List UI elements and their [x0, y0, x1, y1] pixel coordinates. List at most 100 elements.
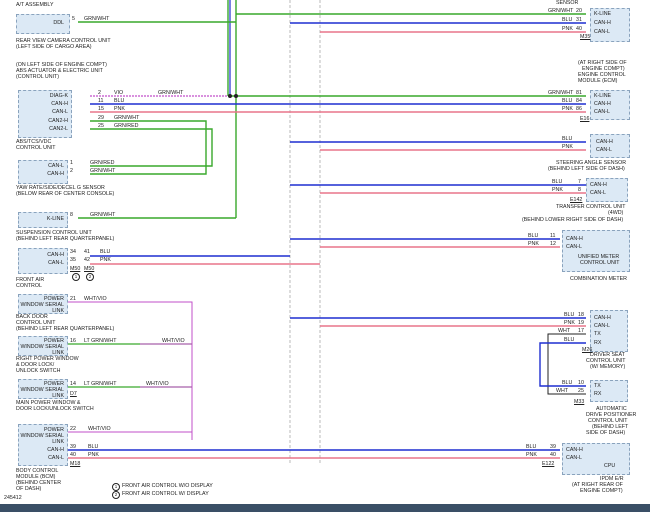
rpw-term: POWER WINDOW SERIAL LINK	[20, 338, 64, 356]
air-conn-1: M50	[70, 266, 81, 272]
seat-pin-1: 18	[578, 312, 584, 318]
abs-box	[18, 90, 72, 138]
yaw-wire-1: GRN/RED	[90, 160, 115, 166]
air-conn-2: M50	[84, 266, 95, 272]
ipdm-pin-2: 40	[550, 452, 556, 458]
seat-pin-3: 17	[578, 328, 584, 334]
ipdm-pin-1: 39	[550, 444, 556, 450]
abs-caption-1: ABS/TCS/VDC	[16, 139, 52, 145]
seat-wire-4: BLU	[564, 337, 575, 343]
air-term-2: CAN-L	[48, 260, 64, 266]
ecm-pre-4: MODULE (ECM)	[578, 78, 618, 84]
tr-pin-2: 31	[576, 17, 582, 23]
abs-wire-5: GRN/RED	[114, 123, 139, 129]
meter-term-1: CAN-H	[566, 236, 583, 242]
abs-pin-3: 15	[98, 106, 104, 112]
adp-wire-2: WHT	[556, 388, 569, 394]
yaw-wire-2: GRN/WHT	[90, 168, 116, 174]
abs-term-5: CAN2-L	[49, 126, 68, 132]
bcm-wire-3: PNK	[88, 452, 99, 458]
bcm-wire-2: BLU	[88, 444, 99, 450]
abs-pin-4: 29	[98, 115, 104, 121]
seat-wire-2: PNK	[564, 320, 575, 326]
ipdm-box	[562, 443, 630, 475]
yaw-term-2: CAN-H	[47, 171, 64, 177]
wire-can2h-loop	[90, 120, 207, 175]
abs-wire-4: GRN/WHT	[114, 115, 140, 121]
adp-wire-1: BLU	[562, 380, 573, 386]
steer-term-2: CAN-L	[596, 147, 612, 153]
abs-caption-2: CONTROL UNIT	[16, 145, 56, 151]
mpw-pin: 14	[70, 381, 76, 387]
air-pin-2b: 42	[84, 257, 90, 263]
air-caption-2: CONTROL	[16, 283, 42, 289]
ecm-pin-1: 81	[576, 90, 582, 96]
seat-wire-3: WHT	[558, 328, 571, 334]
ipdm-caption-3: ENGINE COMPT)	[580, 488, 623, 494]
abs-wire-3: PNK	[114, 106, 125, 112]
air-caption-1: FRONT AIR	[16, 277, 45, 283]
air-wire-2: PNK	[100, 257, 111, 263]
wire-pwsl-trunk	[66, 301, 193, 440]
steer-caption-1: STEERING ANGLE SENSOR	[556, 160, 627, 166]
mpw-wire2: WHT/VIO	[146, 381, 169, 387]
ecm-term-3: CAN-L	[594, 109, 610, 115]
steer-caption-2: (BEHIND LEFT SIDE OF DASH)	[548, 166, 625, 172]
splice-1	[228, 94, 232, 98]
air-pin-2: 35	[70, 257, 76, 263]
rear-camera-caption-1: REAR VIEW CAMERA CONTROL UNIT	[16, 38, 111, 44]
tf-wire-2: PNK	[552, 187, 563, 193]
susp-pin: 8	[70, 212, 73, 218]
tf-caption-2: (4WD)	[608, 210, 624, 216]
bcm-caption-4: OF DASH)	[16, 486, 42, 492]
tf-conn: E142	[570, 197, 583, 203]
abs-term-3: CAN-L	[52, 109, 68, 115]
legend-text-2: FRONT AIR CONTROL W/ DISPLAY	[122, 491, 209, 497]
bottom-bar	[0, 504, 650, 512]
ecm-pre-1: (AT RIGHT SIDE OF	[578, 60, 627, 66]
ipdm-conn: E122	[542, 461, 555, 467]
meter-pin-2: 12	[550, 241, 556, 247]
mpw-wire: LT GRN/WHT	[84, 381, 117, 387]
abs-pin-1: 2	[98, 90, 101, 96]
abs-pre-3: (CONTROL UNIT)	[16, 74, 60, 80]
bcm-pin-3: 40	[70, 452, 76, 458]
meter-inner-2: CONTROL UNIT	[580, 260, 620, 266]
bd-term: POWER WINDOW SERIAL LINK	[20, 296, 64, 314]
susp-caption-2: (BEHIND LEFT REAR QUARTERPANEL)	[16, 236, 115, 242]
abs-pre-1: (ON LEFT SIDE OF ENGINE COMPT)	[16, 62, 107, 68]
tf-pin-1: 7	[578, 179, 581, 185]
ipdm-caption-2: (AT RIGHT REAR OF	[572, 482, 623, 488]
abs-term-4: CAN2-H	[48, 118, 68, 124]
seat-term-3: TX	[594, 331, 601, 337]
steer-wire-1: BLU	[562, 136, 573, 142]
driver-seat-box	[590, 310, 628, 352]
seat-caption-1: DRIVER SEAT	[590, 352, 625, 358]
rear-camera-term: DDL	[53, 20, 64, 26]
at-assembly-label: A/T ASSEMBLY	[16, 2, 54, 8]
wire-seat-rx	[539, 342, 586, 387]
wire-can2l-loop	[90, 128, 213, 167]
bcm-caption-1: BODY CONTROL	[16, 468, 59, 474]
steering-box	[590, 134, 630, 158]
ecm-pin-2: 84	[576, 98, 582, 104]
ar-camera-label: SENSOR	[556, 0, 579, 6]
adp-pin-2: 25	[578, 388, 584, 394]
ecm-wire-1: GRN/WHT	[548, 90, 574, 96]
ipdm-term-1: CAN-H	[566, 447, 583, 453]
tr-pin-3: 40	[576, 26, 582, 32]
susp-caption-1: SUSPENSION CONTROL UNIT	[16, 230, 92, 236]
ipdm-term-2: CAN-L	[566, 455, 582, 461]
transfer-box	[586, 178, 628, 202]
legend-text-1: FRONT AIR CONTROL W/O DISPLAY	[122, 483, 213, 489]
abs-term-2: CAN-H	[51, 101, 68, 107]
figure-id: 245412	[4, 495, 22, 501]
rpw-wire2: WHT/VIO	[162, 338, 185, 344]
bcm-pin-1: 22	[70, 426, 76, 432]
seat-pin-2: 19	[578, 320, 584, 326]
mpw-term: POWER WINDOW SERIAL LINK	[20, 381, 64, 399]
susp-wire: GRN/WHT	[90, 212, 116, 218]
yaw-box	[18, 160, 68, 184]
bcm-caption-3: (BEHIND CENTER	[16, 480, 62, 486]
